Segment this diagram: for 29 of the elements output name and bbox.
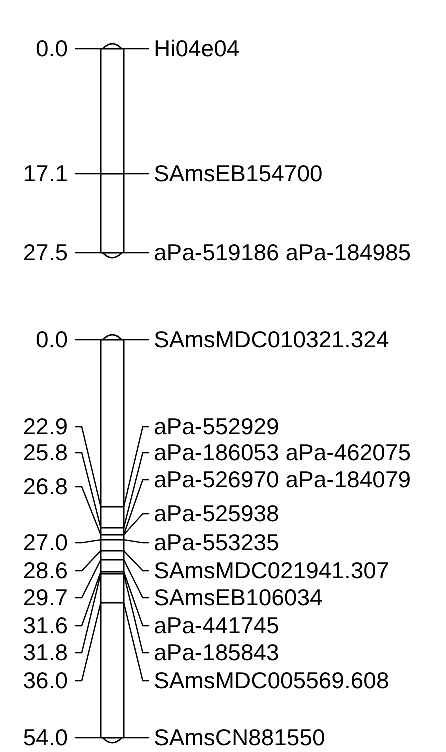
position-label: 31.6 (23, 614, 68, 638)
position-label: 27.5 (23, 242, 68, 264)
position-label: 28.6 (23, 560, 68, 582)
marker-name: SAmsMDC005569.608 (154, 670, 390, 692)
marker-name: aPa-186053 aPa-462075 (154, 442, 412, 464)
marker-name: aPa-441745 (154, 614, 280, 638)
marker-name: aPa-526970 aPa-184079 (154, 468, 412, 492)
marker-name: SAmsCN881550 (154, 726, 326, 750)
position-label: 0.0 (36, 328, 68, 352)
marker-name: SAmsMDC021941.307 (154, 560, 390, 582)
marker-name: Hi04e04 (154, 38, 240, 60)
marker-name: aPa-553235 (154, 532, 280, 554)
position-label: 22.9 (23, 416, 68, 438)
marker-name: aPa-185843 (154, 642, 280, 664)
marker-name: aPa-519186 aPa-184985 (154, 242, 412, 264)
position-label: 0.0 (36, 38, 68, 60)
position-label: 26.8 (23, 476, 68, 498)
position-label: 27.0 (23, 532, 68, 554)
position-label: 25.8 (23, 442, 68, 464)
marker-name: SAmsMDC010321.324 (154, 328, 390, 352)
marker-name: aPa-525938 (154, 502, 280, 526)
marker-name: aPa-552929 (154, 416, 280, 438)
marker-name: SAmsEB154700 (154, 162, 323, 186)
marker-name: SAmsEB106034 (154, 586, 323, 610)
position-label: 17.1 (23, 162, 68, 186)
position-label: 54.0 (23, 726, 68, 750)
position-label: 29.7 (23, 586, 68, 610)
position-label: 36.0 (23, 670, 68, 692)
position-label: 31.8 (23, 642, 68, 664)
